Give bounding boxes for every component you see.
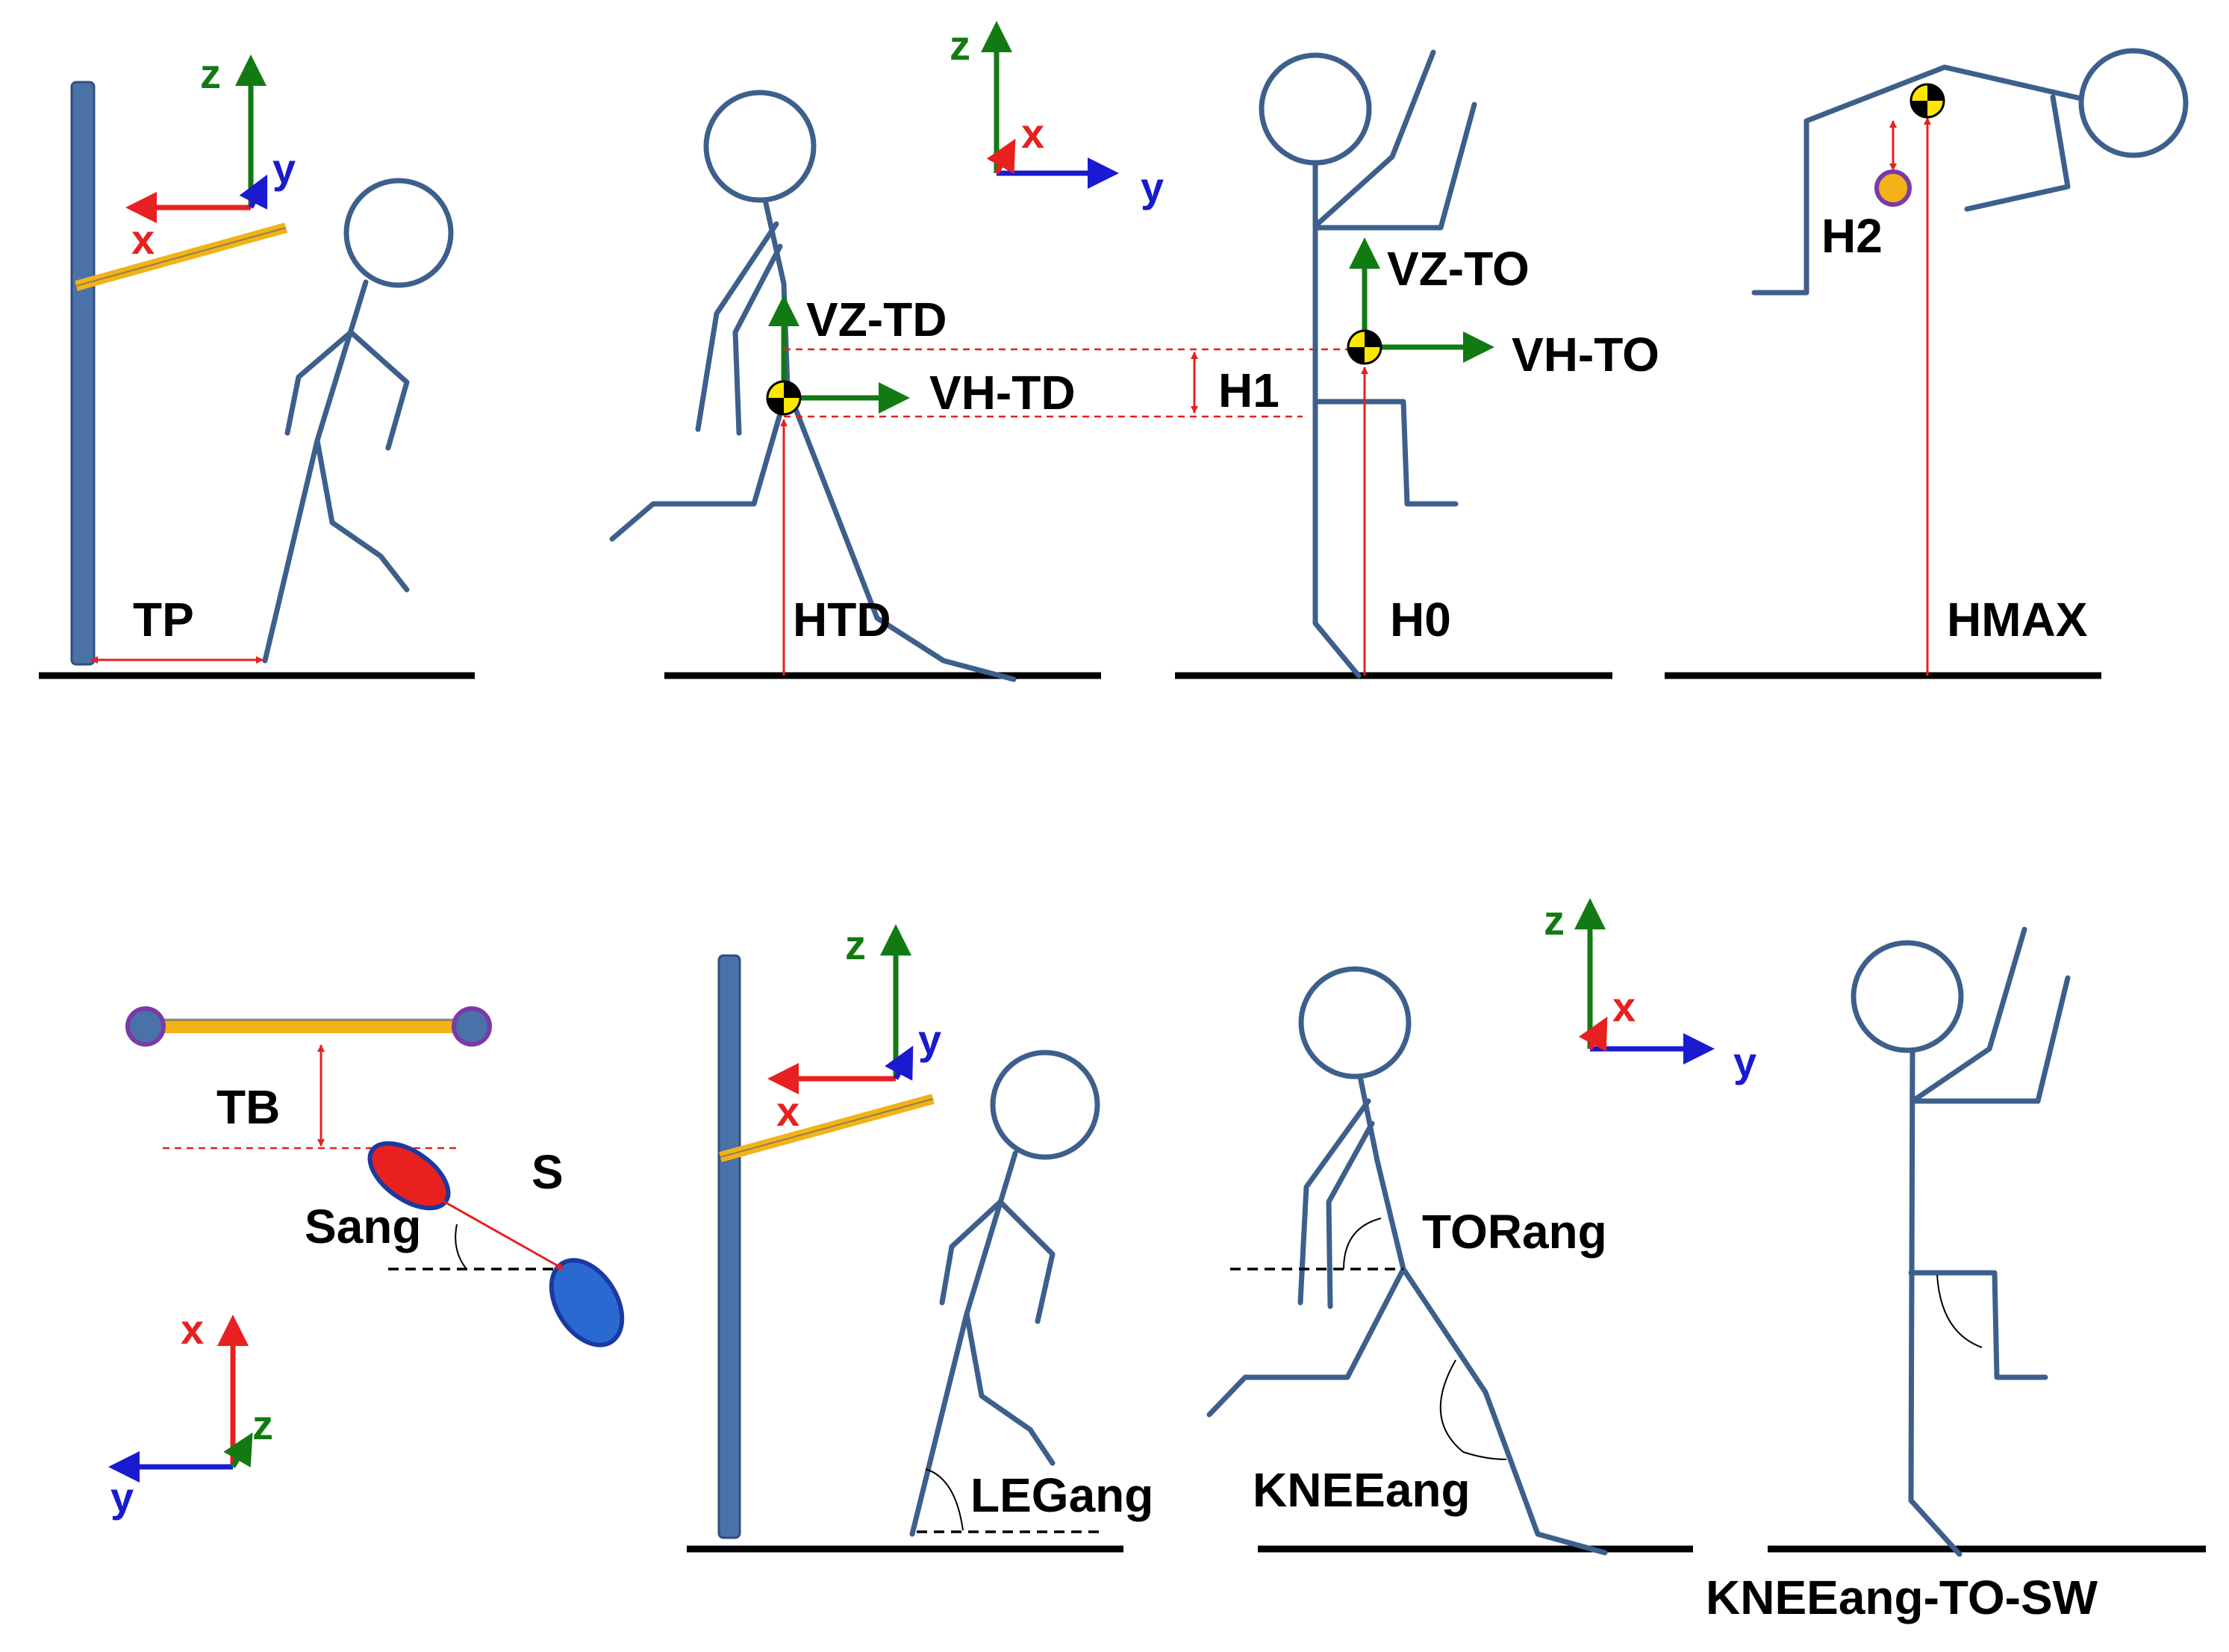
high-jump-bar-edge <box>720 1098 934 1158</box>
panel-kneeang-to-sw: KNEEang-TO-SW <box>1706 926 2206 1624</box>
axis-z-label: z <box>950 22 970 69</box>
panel-h0: VZ-TO VH-TO H0 <box>1175 49 1659 679</box>
high-jump-pole <box>717 954 741 1539</box>
panel-legang: z x y LEGang <box>687 921 1153 1553</box>
bar-marker-dot <box>1874 169 1912 207</box>
kneeang-label: KNEEang <box>1253 1463 1471 1517</box>
torang-label: TORang <box>1422 1205 1607 1259</box>
h2-label: H2 <box>1821 209 1883 263</box>
axis-x-label: x <box>1612 983 1636 1030</box>
h0-label: H0 <box>1390 593 1451 646</box>
panel-tp: z x y TP <box>39 50 475 679</box>
axis-x-label: x <box>131 216 155 263</box>
legang-label: LEGang <box>970 1468 1153 1522</box>
panel-htd: z x y VZ-TD VH-TD H1 HTD <box>609 21 1359 682</box>
figure-head <box>343 178 454 288</box>
hmax-label: HMAX <box>1947 593 2088 646</box>
axis-y-label: y <box>1733 1038 1756 1085</box>
vh-to-label: VH-TO <box>1512 328 1659 381</box>
coordinate-axes-icon: z x y <box>1544 897 1756 1085</box>
axis-x-label: x <box>181 1306 204 1353</box>
h1-label: H1 <box>1218 364 1279 417</box>
tb-label: TB <box>216 1080 280 1134</box>
figure-head <box>990 1050 1100 1160</box>
figure-head <box>1259 52 1372 166</box>
stick-figure <box>1259 49 1477 679</box>
vh-td-label: VH-TD <box>929 366 1076 420</box>
axis-y-label: y <box>272 145 296 192</box>
panel-hmax: H2 HMAX <box>1665 48 2189 679</box>
axis-y-label: y <box>918 1016 941 1063</box>
vz-to-label: VZ-TO <box>1387 242 1530 296</box>
bar-end-left <box>125 1006 166 1047</box>
axis-x-label: x <box>776 1088 799 1135</box>
kneeang-angle-arc <box>1439 1359 1507 1460</box>
htd-label: HTD <box>793 593 891 646</box>
s-vector-arrow <box>417 1185 564 1271</box>
stick-figure <box>1851 926 2071 1557</box>
coordinate-axes-icon: z x y <box>767 921 941 1135</box>
stick-figure <box>609 90 1017 682</box>
panel-torang-kneeang: z x y TORang KNEEang <box>1206 897 1756 1556</box>
coordinate-axes-icon: x z y <box>108 1306 273 1521</box>
figure-head <box>1298 966 1412 1079</box>
torang-angle-arc <box>1343 1218 1382 1270</box>
figure-head <box>703 90 817 203</box>
axis-z-label: z <box>1544 897 1565 944</box>
axis-z-label: z <box>200 50 221 97</box>
high-jump-bar-edge <box>75 227 287 287</box>
axis-y-label: y <box>110 1474 134 1521</box>
vz-td-label: VZ-TD <box>806 293 947 346</box>
coordinate-axes-icon: z x y <box>125 50 296 263</box>
s-label: S <box>531 1145 564 1199</box>
bar-end-right <box>452 1006 492 1047</box>
axis-z-label: z <box>252 1401 273 1448</box>
tp-label: TP <box>133 593 194 646</box>
stick-figure <box>1206 966 1608 1556</box>
kneeang-to-sw-angle-arc <box>1936 1274 1983 1348</box>
sang-label: Sang <box>305 1200 421 1253</box>
legang-angle-arc <box>925 1468 964 1531</box>
high-jump-pole <box>70 81 96 666</box>
center-of-mass-marker-icon <box>1347 329 1382 365</box>
axis-x-label: x <box>1021 110 1044 157</box>
stick-figure <box>909 1050 1100 1537</box>
axis-z-label: z <box>845 921 866 968</box>
figure-head <box>2078 48 2189 158</box>
foot-blue <box>549 1258 625 1347</box>
figure-head <box>1851 940 1964 1053</box>
sang-angle-arc <box>455 1224 467 1270</box>
center-of-mass-marker-icon <box>766 380 802 416</box>
panel-tb-s: TB S Sang x z y <box>108 1006 625 1521</box>
kneeang-to-sw-label: KNEEang-TO-SW <box>1706 1571 2098 1624</box>
stick-figure <box>262 178 454 664</box>
axis-y-label: y <box>1141 163 1164 211</box>
coordinate-axes-icon: z x y <box>950 21 1164 211</box>
center-of-mass-marker-icon <box>1910 83 1945 119</box>
stick-figure <box>1751 48 2189 296</box>
